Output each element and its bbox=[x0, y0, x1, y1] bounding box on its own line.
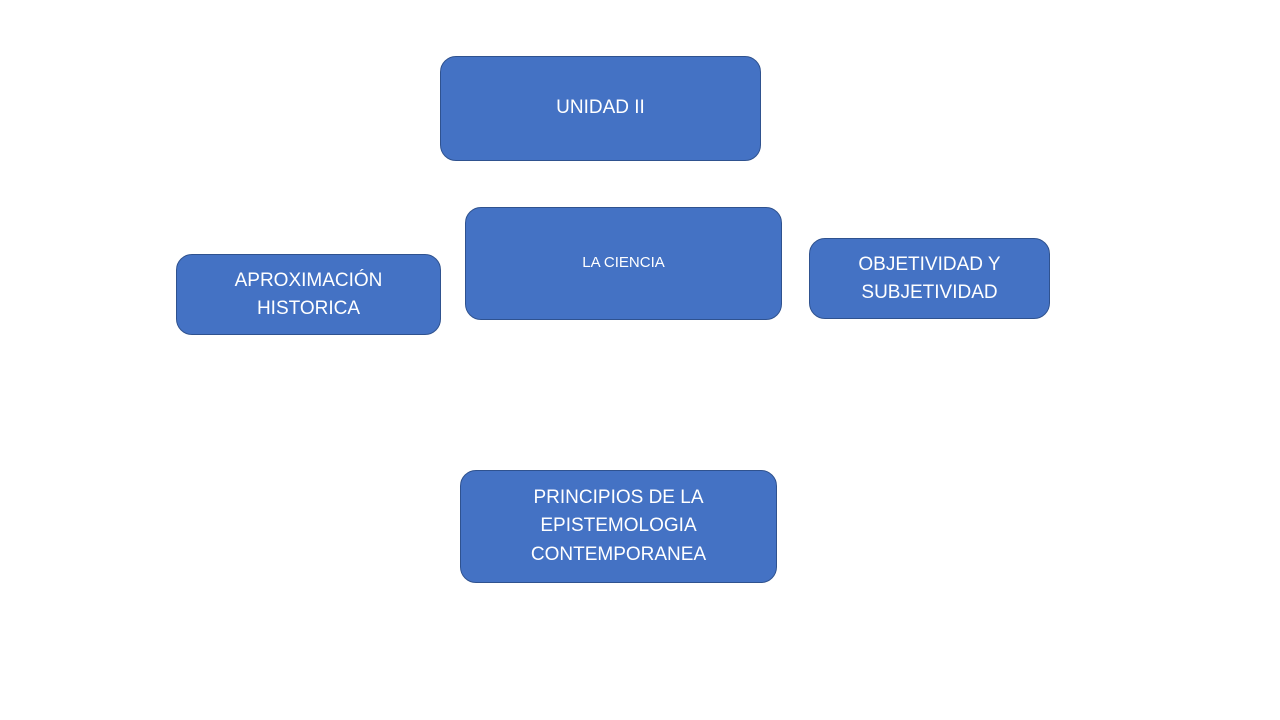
la-ciencia-label: LA CIENCIA bbox=[582, 254, 665, 272]
objetividad-line-2: SUBJETIVIDAD bbox=[861, 281, 998, 303]
unidad-ii-node: UNIDAD II bbox=[440, 56, 761, 161]
principios-epistemologia-text: PRINCIPIOS DE LA EPISTEMOLOGIA CONTEMPOR… bbox=[531, 484, 706, 570]
principios-epistemologia-node: PRINCIPIOS DE LA EPISTEMOLOGIA CONTEMPOR… bbox=[460, 470, 777, 583]
aproximacion-line-1: APROXIMACIÓN bbox=[234, 269, 383, 291]
principios-line-1: PRINCIPIOS DE LA bbox=[533, 486, 704, 508]
aproximacion-line-2: HISTORICA bbox=[256, 297, 361, 319]
principios-line-2: EPISTEMOLOGIA bbox=[540, 515, 697, 537]
unidad-ii-label: UNIDAD II bbox=[556, 97, 645, 119]
aproximacion-historica-node: APROXIMACIÓN HISTORICA bbox=[176, 254, 441, 335]
objetividad-subjetividad-node: OBJETIVIDAD Y SUBJETIVIDAD bbox=[809, 238, 1050, 319]
objetividad-line-1: OBJETIVIDAD Y bbox=[858, 253, 1001, 275]
aproximacion-historica-text: APROXIMACIÓN HISTORICA bbox=[235, 267, 383, 322]
la-ciencia-node: LA CIENCIA bbox=[465, 207, 782, 320]
objetividad-subjetividad-text: OBJETIVIDAD Y SUBJETIVIDAD bbox=[858, 251, 1000, 306]
principios-line-3: CONTEMPORANEA bbox=[530, 543, 707, 565]
